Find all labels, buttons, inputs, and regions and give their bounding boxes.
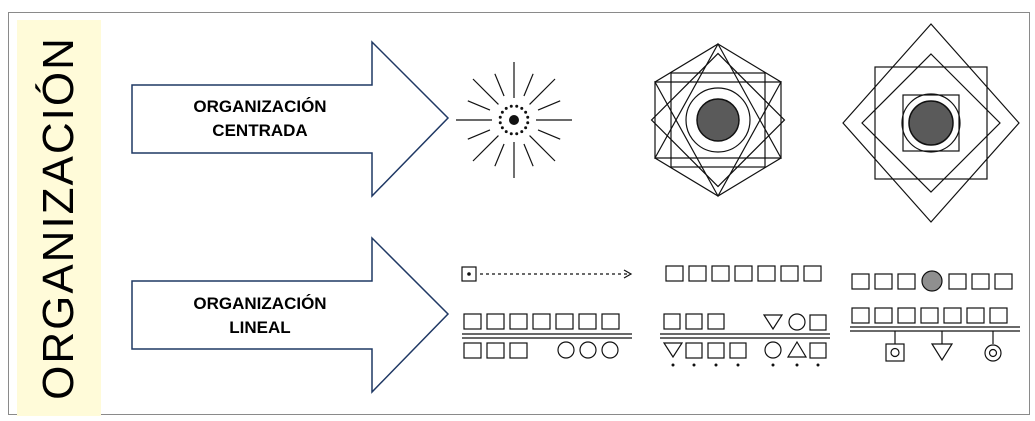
radial-burst-icon [456,62,572,178]
burst-ray [494,73,505,97]
burst-dot [500,110,504,114]
burst-ray [467,100,491,111]
burst-dot [526,115,530,119]
burst-ray [472,135,499,162]
arrow-label-centrada-line2: CENTRADA [212,121,308,140]
burst-dot [504,130,508,134]
burst-dot [500,126,504,130]
arrow-centrada [131,40,450,198]
burst-ray [537,129,561,140]
burst-ray [537,100,561,111]
burst-dot [524,110,528,114]
burst-dot [509,132,513,136]
hexagram-mandala-icon [650,42,786,198]
burst-dot [509,104,513,108]
burst-dot [524,126,528,130]
nested-squares-mandala-icon [842,23,1020,223]
dotted-line-arrow-icon [461,266,633,282]
burst-ray [494,143,505,167]
arrow-label-centrada: ORGANIZACIÓN CENTRADA [160,95,360,143]
burst-ray [523,143,534,167]
arrow-label-lineal: ORGANIZACIÓN LINEAL [160,292,360,340]
highlighted-square-row-icon [851,270,1013,292]
arrow-label-lineal-line1: ORGANIZACIÓN [193,294,327,313]
burst-ray [472,78,499,105]
burst-dot [504,106,508,110]
burst-ray [523,73,534,97]
arrow-lineal [131,236,450,394]
burst-ray [467,129,491,140]
side-title: ORGANIZACIÓN [34,36,83,400]
burst-dot [498,121,502,125]
arrow-label-lineal-line2: LINEAL [229,318,291,337]
burst-dot [526,121,530,125]
mixed-shapes-spine-icon [660,313,830,367]
spine-grouping-icon [462,313,632,359]
burst-dot [520,130,524,134]
arrow-label-centrada-line1: ORGANIZACIÓN [193,97,327,116]
burst-dot [515,132,519,136]
burst-ray [529,135,556,162]
burst-dot [498,115,502,119]
square-row-icon [665,265,822,282]
burst-dot [515,104,519,108]
branched-spine-icon [850,307,1020,362]
burst-dot [520,106,524,110]
side-panel [17,20,101,416]
burst-ray [529,78,556,105]
